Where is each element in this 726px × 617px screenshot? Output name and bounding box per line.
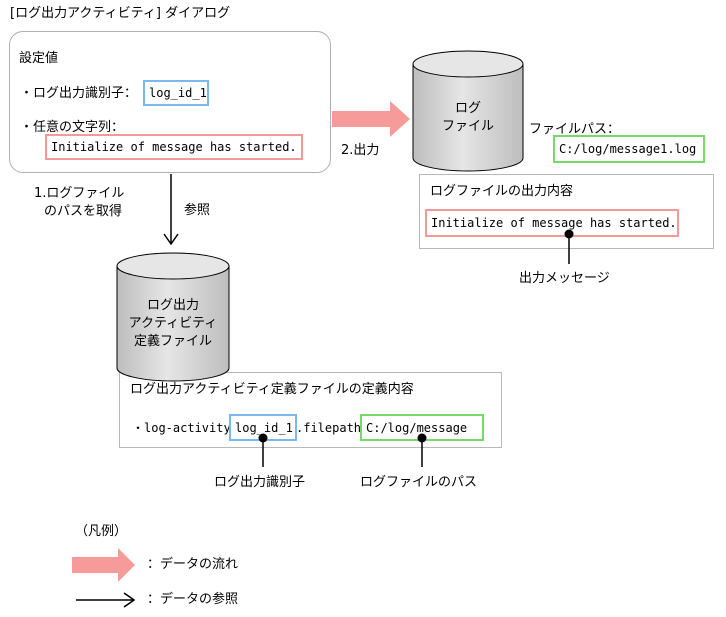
definition-path-value: C:/log/message — [366, 420, 468, 435]
path-pointer — [417, 433, 427, 467]
legend-data-reference: ：データの参照 — [147, 592, 239, 607]
settings-heading: 設定値 — [19, 51, 59, 66]
id-pointer — [258, 433, 268, 467]
reference-arrow — [163, 174, 179, 246]
log-contents-heading: ログファイルの出力内容 — [430, 184, 574, 199]
step1-line2: のパスを取得 — [44, 204, 123, 219]
log-file-cylinder: ログ ファイル — [412, 50, 524, 172]
output-message-label: 出力メッセージ — [519, 271, 610, 286]
string-label: ・任意の文字列： — [20, 120, 125, 135]
file-path-value: C:/log/message1.log — [559, 142, 697, 156]
def-cyl-line1: ログ出力 — [147, 298, 199, 313]
step2-label: 2.出力 — [341, 143, 380, 158]
legend-flow-arrow — [72, 548, 135, 582]
path-pointer-label: ログファイルのパス — [360, 475, 478, 490]
definition-line-prefix: ・log-activity. — [132, 421, 238, 435]
definition-file-cylinder: ログ出力 アクティビティ 定義ファイル — [116, 252, 230, 382]
dialog-title: [ログ出力アクティビティ] ダイアログ — [10, 6, 231, 21]
string-value: Initialize of message has started. — [51, 140, 297, 154]
refer-label: 参照 — [184, 203, 211, 218]
log-contents-value-box: Initialize of message has started. — [425, 209, 679, 237]
def-cyl-line3: 定義ファイル — [134, 333, 212, 349]
step1-line1: 1.ログファイル — [34, 186, 125, 201]
log-contents-value: Initialize of message has started. — [431, 216, 677, 230]
log-cyl-line1: ログ — [455, 101, 481, 116]
legend-title: （凡例） — [75, 524, 128, 539]
log-id-label: ・ログ出力識別子： — [20, 86, 138, 101]
definition-id-value: log_id_1 — [235, 420, 293, 435]
id-pointer-label: ログ出力識別子 — [214, 475, 306, 490]
log-id-value: log_id_1 — [149, 86, 207, 100]
file-path-label: ファイルパス： — [529, 122, 621, 137]
legend-data-flow: ：データの流れ — [147, 557, 239, 572]
string-value-box: Initialize of message has started. — [45, 134, 303, 160]
output-flow-arrow — [332, 101, 410, 137]
output-message-pointer — [564, 229, 574, 264]
file-path-value-box: C:/log/message1.log — [553, 135, 705, 163]
definition-contents-heading: ログ出力アクティビティ定義ファイルの定義内容 — [130, 382, 414, 397]
log-id-value-box: log_id_1 — [143, 80, 209, 106]
legend-reference-arrow — [76, 592, 136, 608]
log-cyl-line2: ファイル — [442, 119, 494, 134]
def-cyl-line2: アクティビティ — [129, 316, 218, 331]
definition-line-middle: .filepath= — [296, 421, 369, 435]
